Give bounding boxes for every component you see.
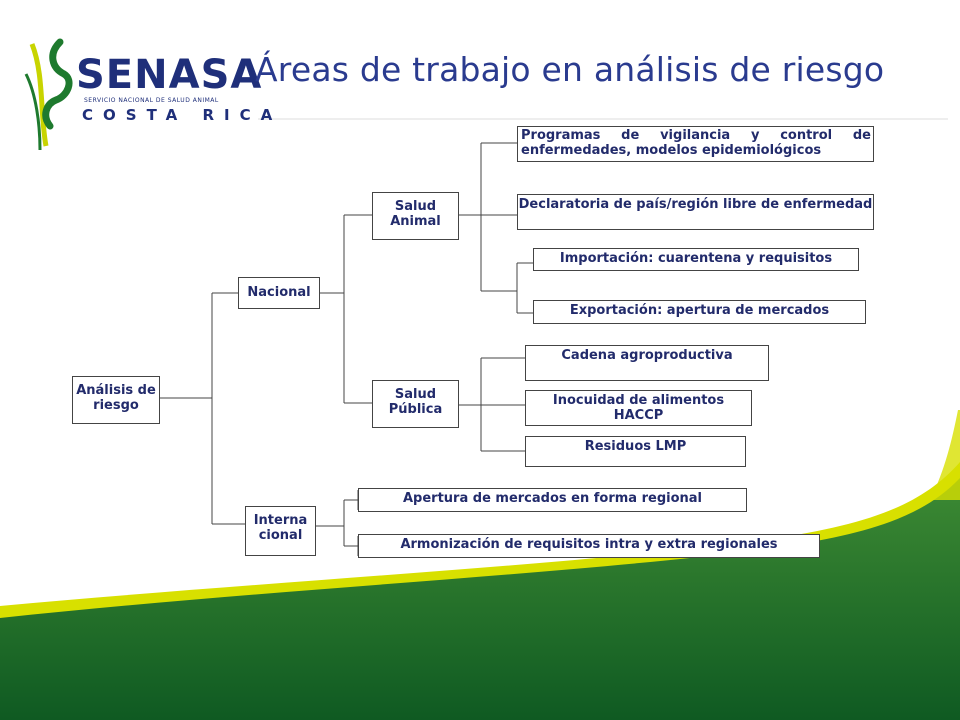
node-programas-vigilancia: Programas de vigilancia y control de enf… bbox=[517, 126, 874, 162]
page-title: Áreas de trabajo en análisis de riesgo bbox=[255, 50, 885, 89]
logo-word: SENASA bbox=[76, 52, 263, 98]
node-armonizacion: Armonización de requisitos intra y extra… bbox=[358, 534, 820, 558]
node-residuos: Residuos LMP bbox=[525, 436, 746, 467]
node-internacional: Interna cional bbox=[245, 506, 316, 556]
node-nacional: Nacional bbox=[238, 277, 320, 309]
node-label: Inocuidad de alimentos HACCP bbox=[552, 393, 725, 423]
node-label: Residuos LMP bbox=[584, 439, 687, 454]
node-cadena-agroproductiva: Cadena agroproductiva bbox=[525, 345, 769, 381]
node-label: Análisis de riesgo bbox=[76, 383, 156, 413]
node-label: Declaratoria de país/región libre de enf… bbox=[518, 197, 873, 212]
node-label: Interna cional bbox=[253, 513, 308, 543]
node-exportacion: Exportación: apertura de mercados bbox=[533, 300, 866, 324]
logo-emblem-icon bbox=[24, 38, 73, 151]
node-label: Armonización de requisitos intra y extra… bbox=[400, 537, 778, 552]
node-salud-animal: Salud Animal bbox=[372, 192, 459, 240]
logo-country: COSTA RICA bbox=[82, 106, 283, 124]
node-label: Salud Pública bbox=[388, 387, 443, 417]
node-label: Cadena agroproductiva bbox=[561, 348, 733, 363]
node-inocuidad: Inocuidad de alimentos HACCP bbox=[525, 390, 752, 426]
node-label: Exportación: apertura de mercados bbox=[569, 303, 830, 318]
senasa-logo: SENASA SERVICIO NACIONAL DE SALUD ANIMAL… bbox=[22, 34, 272, 154]
node-apertura-regional: Apertura de mercados en forma regional bbox=[358, 488, 747, 512]
node-label: Programas de vigilancia y control de enf… bbox=[521, 128, 871, 158]
node-importacion: Importación: cuarentena y requisitos bbox=[533, 248, 859, 271]
node-salud-publica: Salud Pública bbox=[372, 380, 459, 428]
node-declaratoria: Declaratoria de país/región libre de enf… bbox=[517, 194, 874, 230]
node-label: Importación: cuarentena y requisitos bbox=[559, 251, 833, 266]
node-analisis-de-riesgo: Análisis de riesgo bbox=[72, 376, 160, 424]
logo-subtitle: SERVICIO NACIONAL DE SALUD ANIMAL bbox=[84, 97, 219, 104]
node-label: Nacional bbox=[247, 285, 311, 300]
node-label: Salud Animal bbox=[390, 199, 441, 229]
node-label: Apertura de mercados en forma regional bbox=[402, 491, 703, 506]
